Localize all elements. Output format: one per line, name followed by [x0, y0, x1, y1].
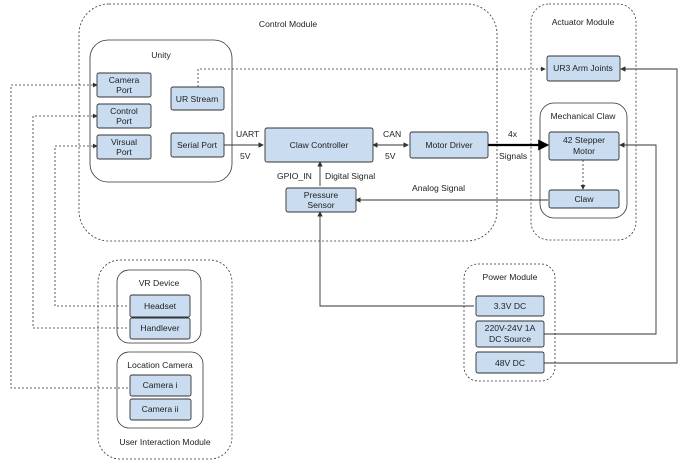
motor-driver-box [409, 131, 489, 159]
control-port-box [96, 103, 152, 129]
gpio-in-label: GPIO_IN [277, 171, 312, 181]
ur3-arm-joints-label: UR3 Arm Joints [553, 63, 613, 73]
stepper-motor-label-2: Motor [573, 146, 595, 156]
user-interaction-module-title: User Interaction Module [119, 437, 210, 447]
dc-48v-label: 48V DC [495, 358, 525, 368]
control-port-label-1: Control [110, 106, 138, 116]
unity-frame [89, 39, 233, 183]
dc-source-label-2: DC Source [489, 334, 531, 344]
analog-signal-label: Analog Signal [412, 183, 465, 193]
camera-port-box [96, 72, 152, 98]
headset-link-line [54, 143, 128, 307]
location-camera-title: Location Camera [127, 360, 193, 370]
signals-label: Signals [499, 151, 527, 161]
stepper-motor-box [548, 131, 620, 161]
dc-source-label-1: 220V-24V 1A [485, 323, 536, 333]
handlever-link-line [32, 113, 128, 329]
power-module-frame [463, 263, 556, 382]
handlever-label: Handlever [140, 323, 179, 333]
can-5v-label: 5V [385, 151, 396, 161]
camera-port-label-1: Camera [109, 75, 140, 85]
camera-port-label-2: Port [116, 85, 132, 95]
claw-controller-box [264, 127, 374, 163]
power-48v-line [544, 66, 678, 364]
location-camera-frame [116, 351, 204, 429]
control-module-frame [78, 3, 498, 242]
control-port-label-2: Port [116, 116, 132, 126]
camera-i-box [129, 374, 192, 397]
power-module-title: Power Module [483, 272, 538, 282]
mechanical-claw-title: Mechanical Claw [551, 111, 617, 121]
actuator-module-frame [530, 3, 637, 241]
dc-48v-box [475, 351, 545, 374]
vr-device-title: VR Device [139, 278, 180, 288]
headset-label: Headset [144, 301, 177, 311]
virsual-port-label-2: Port [116, 147, 132, 157]
camera-ii-box [129, 398, 192, 421]
power-dcsource-line [544, 142, 657, 335]
virsual-port-label-1: Virsual [111, 137, 137, 147]
control-module-title: Control Module [259, 19, 317, 29]
power-33v-line [317, 211, 474, 307]
claw-controller-label: Claw Controller [290, 140, 349, 150]
pressure-sensor-box [285, 187, 357, 213]
motor-driver-label: Motor Driver [425, 140, 472, 150]
vr-device-frame [116, 269, 202, 344]
pressure-sensor-label-1: Pressure [304, 190, 339, 200]
ur-stream-box [170, 86, 225, 111]
dc-source-box [475, 320, 545, 348]
dc-33v-label: 3.3V DC [494, 301, 526, 311]
pressure-sensor-label-2: Sensor [307, 200, 334, 210]
claw-box [548, 189, 620, 209]
ur3-arm-joints-box [546, 55, 621, 82]
claw-label: Claw [574, 194, 594, 204]
ur-stream-link-line [197, 66, 546, 87]
camera-i-label: Camera i [143, 380, 178, 390]
digital-signal-label: Digital Signal [325, 171, 375, 181]
headset-box [129, 294, 191, 318]
ur-stream-label: UR Stream [176, 94, 219, 104]
four-x-label: 4x [508, 129, 518, 139]
user-interaction-module-frame [97, 259, 233, 460]
dc-33v-box [475, 295, 545, 317]
mechanical-claw-frame [539, 102, 628, 219]
serial-port-label: Serial Port [177, 140, 218, 150]
unity-title: Unity [151, 50, 171, 60]
camera-ii-label: Camera ii [142, 404, 179, 414]
virsual-port-box [96, 134, 152, 160]
stepper-motor-label-1: 42 Stepper [563, 135, 605, 145]
handlever-box [129, 317, 191, 340]
can-label: CAN [383, 129, 401, 139]
uart-label: UART [236, 129, 260, 139]
camera-link-line [10, 82, 128, 389]
serial-port-box [170, 132, 225, 158]
uart-5v-label: 5V [240, 151, 251, 161]
actuator-module-title: Actuator Module [552, 17, 615, 27]
